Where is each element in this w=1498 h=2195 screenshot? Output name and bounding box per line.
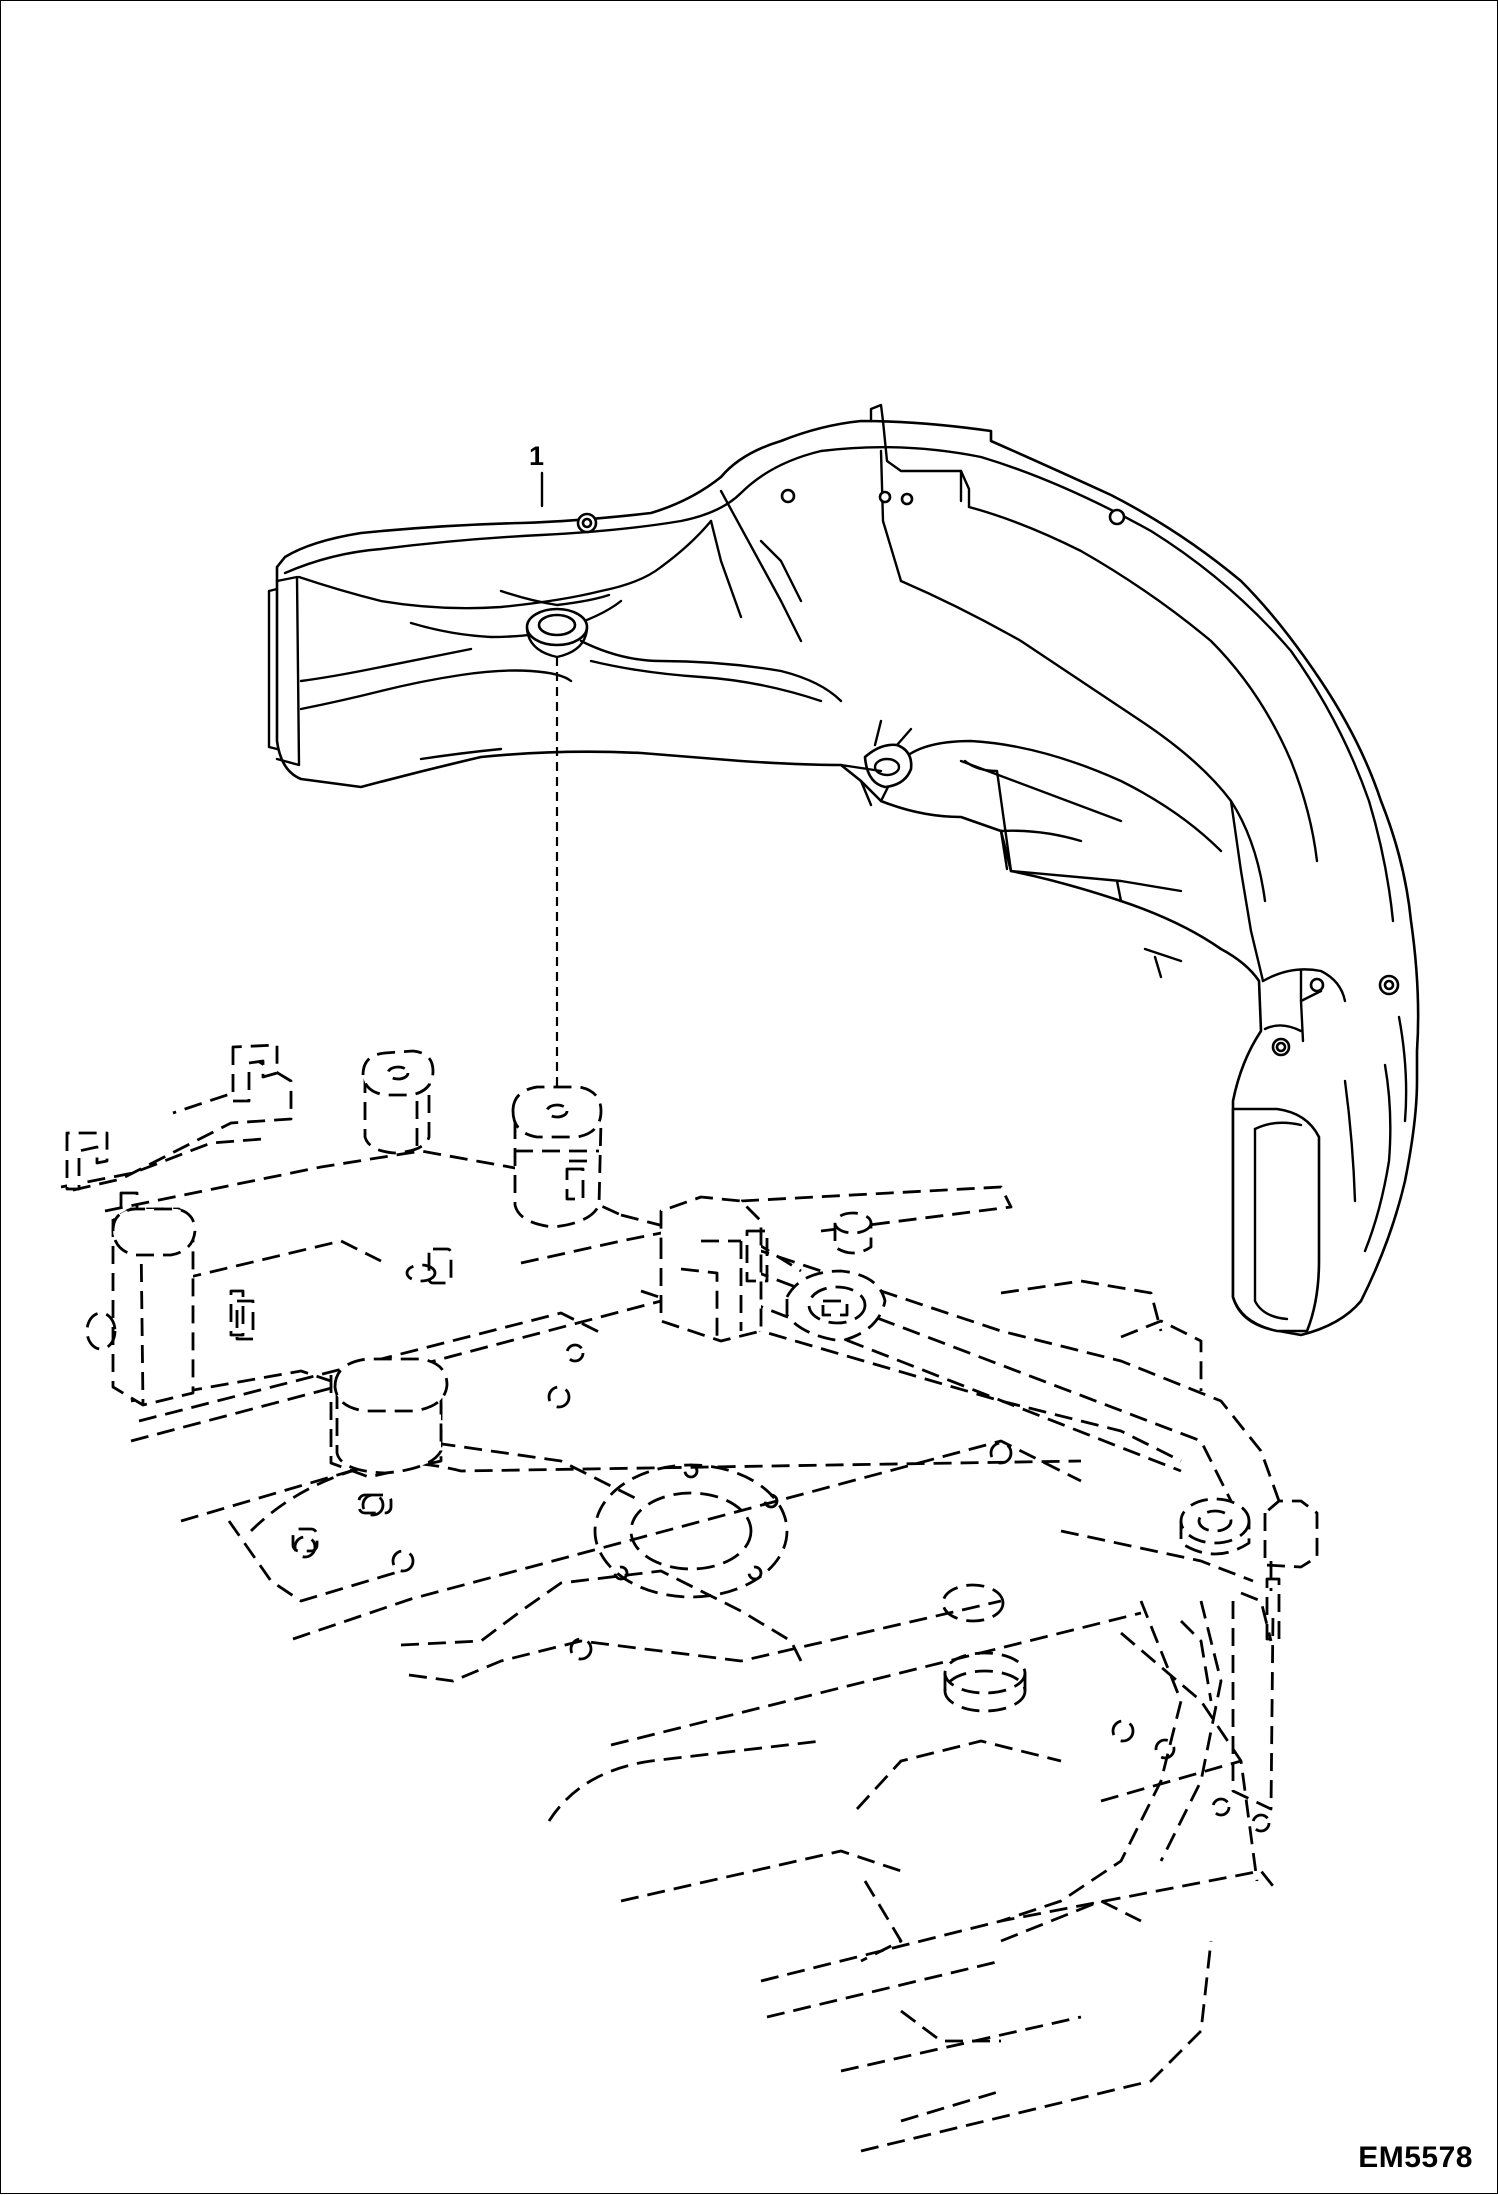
mount-posts-phantom [65, 1043, 1319, 1811]
rubber-mount-lower-center [333, 1357, 449, 1475]
leader-lines [540, 471, 559, 1087]
rubber-mount-lower-left [111, 1207, 197, 1257]
figure-id-label: EM5578 [1358, 2141, 1473, 2174]
part-callout-label: 1 [529, 441, 545, 471]
counterweight-part [267, 403, 1420, 1337]
rubber-mount-left [361, 1049, 435, 1155]
rubber-mount-target [511, 1085, 603, 1229]
